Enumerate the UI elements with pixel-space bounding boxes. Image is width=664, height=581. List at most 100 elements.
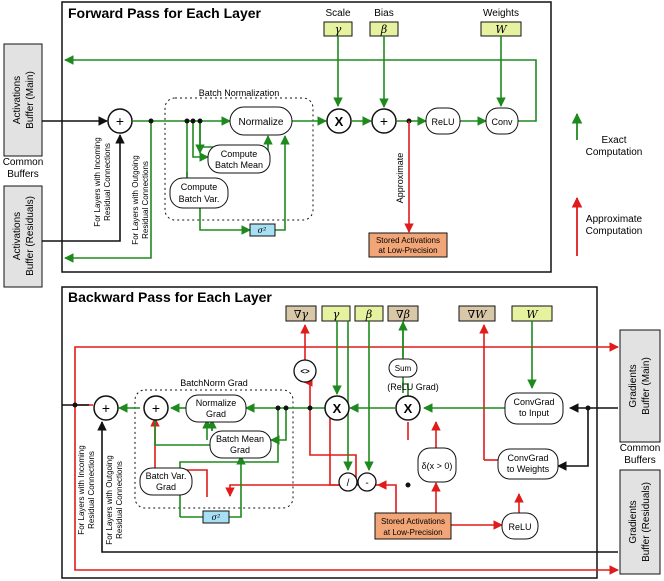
grad-res-l2: Buffer (Residuals) [641,482,652,562]
normalize-node [229,106,293,136]
common-buffers-right-1: Common [620,443,661,454]
grad-gamma-symbol: ∇γ [294,308,309,321]
stored-bwd-l2: at Low-Precision [383,528,442,537]
stored-bwd-l1: Stored Activations [381,517,445,526]
sigma-squared-bwd [202,510,230,524]
conv-node [485,107,519,135]
bwd-incoming-l2: Residual Connections [87,451,96,529]
multiply-icon: X [333,401,342,416]
batch-var-l1: Compute [181,182,218,192]
act-res-l2: Buffer (Residuals) [25,196,36,276]
sigma-squared-fwd [249,223,276,237]
batch-var-grad-l2: Grad [156,482,176,492]
bwd-relu-node [501,512,539,540]
grad-w-box [458,305,496,322]
bwd-beta-symbol: β [365,308,372,321]
normalize-grad-l1: Normalize [196,398,237,408]
backward-title: Backward Pass for Each Layer [68,289,272,305]
delta-node [417,447,457,483]
gamma-symbol: γ [335,23,342,36]
grad-main-l1: Gradients [628,364,639,407]
stored-fwd-l2: at Low-Precision [378,246,437,255]
plus-icon: + [380,113,388,129]
compute-batch-var-node [169,177,229,209]
sigma-symbol-bwd: σ² [212,513,221,522]
multiply-icon: X [404,401,413,416]
plus-icon: + [116,113,124,129]
batch-var-grad-node [139,467,193,496]
legend-exact-l2: Computation [586,147,643,158]
act-res-l1: Activations [12,212,23,260]
normalize-grad-l2: Grad [206,409,226,419]
divide-node [338,472,358,492]
grad-res-l1: Gradients [628,500,639,543]
bwd-relu-label: ReLU [508,522,531,532]
compare-node [293,359,317,383]
forward-panel [61,1,552,273]
act-main-l2: Buffer (Main) [25,71,36,129]
bwd-outgoing-l1: For Layers with Outgoing [105,455,114,544]
backward-panel [61,286,598,579]
normalize-grad-node [185,394,247,423]
approximate-label: Approximate [395,153,405,204]
relu-label: ReLU [431,117,454,127]
grad-main-l2: Buffer (Main) [641,357,652,415]
sigma-symbol-fwd: σ² [258,226,267,235]
beta-symbol: β [380,23,387,36]
relu-grad-label: (ReLU Grad) [387,382,439,392]
legend-exact-l1: Exact [601,135,626,146]
convgrad-weights-node [497,448,559,480]
compute-batch-mean-node [207,144,271,174]
batch-var-grad-l1: Batch Var. [146,471,187,481]
bwd-incoming-l1: For Layers with Incoming [77,445,86,534]
batchnorm-grad-region [134,389,294,509]
stored-activations-bwd [374,512,452,540]
batch-mean-l2: Batch Mean [215,160,263,170]
bwd-gamma-symbol: γ [333,308,340,321]
convgrad-weights-l2: to Weights [507,464,550,474]
act-main-l1: Activations [12,76,23,124]
batch-mean-grad-node [209,430,272,459]
fwd-incoming-l2: Residual Connections [103,143,112,221]
w-symbol: W [495,23,508,36]
bias-label: Bias [374,8,393,19]
batchnorm-grad-label: BatchNorm Grad [180,378,248,388]
minus-node [357,472,377,492]
bwd-scale-mult [324,395,350,421]
activations-buffer-residuals [3,185,43,288]
sum-label: Sum [395,364,412,373]
compare-symbol: <> [300,367,310,376]
normalize-label: Normalize [238,117,283,128]
residual-in-wire [42,134,125,242]
relu-grad-mult [395,395,421,421]
common-buffers-right-2: Buffers [624,455,656,466]
scale-label: Scale [325,8,350,19]
delta-label: δ(x > 0) [422,461,453,471]
bwd-residual-add [93,395,119,421]
fwd-residual-add [107,108,133,134]
convgrad-input-l2: to Input [519,408,550,418]
conv-label: Conv [491,117,513,127]
common-buffers-left-1: Common [3,157,44,168]
bwd-outgoing-l2: Residual Connections [115,461,124,539]
gradients-buffer-main [619,329,661,443]
fwd-incoming-l1: For Layers with Incoming [93,137,102,226]
fwd-outgoing-l2: Residual Connections [141,161,150,239]
batch-mean-l1: Compute [221,149,258,159]
divide-symbol: / [347,478,350,489]
grad-gamma-box [285,305,317,322]
plus-icon: + [152,400,160,416]
fwd-outgoing-l1: For Layers with Outgoing [131,155,140,244]
plus-icon: + [102,400,110,416]
legend-approx-l2: Computation [586,226,643,237]
grad-w-symbol: ∇W [468,308,489,321]
convgrad-weights-l1: ConvGrad [507,453,548,463]
batch-norm-region [164,97,314,221]
fwd-bias-add [371,108,397,134]
batch-mean-grad-l2: Grad [230,445,250,455]
convgrad-input-l1: ConvGrad [513,397,554,407]
legend-approx-l1: Approximate [586,214,643,225]
batch-norm-label: Batch Normalization [199,88,280,98]
bwd-gamma-box [321,305,351,322]
